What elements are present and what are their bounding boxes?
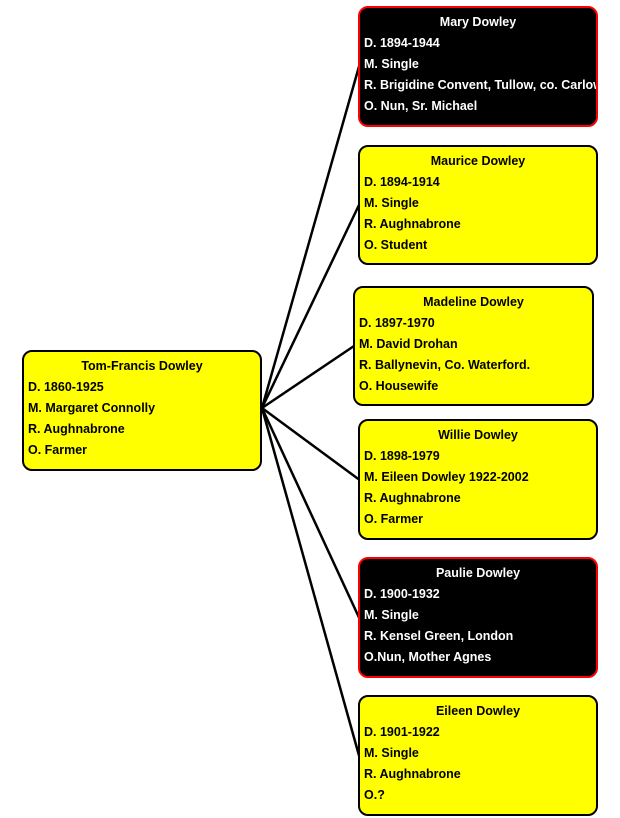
person-name: Willie Dowley: [438, 428, 518, 442]
person-death-dates: D. 1894-1914: [364, 175, 440, 189]
child-box-madeline: Madeline Dowley D. 1897-1970 M. David Dr…: [353, 286, 594, 406]
connector-line: [261, 344, 355, 410]
person-marriage: M. Margaret Connolly: [28, 401, 156, 415]
person-death-dates: D. 1894-1944: [364, 36, 440, 50]
root-person-box: Tom-Francis Dowley D. 1860-1925 M. Marga…: [22, 350, 262, 471]
connector-line: [260, 204, 361, 409]
person-occupation: O.?: [364, 788, 385, 802]
child-box-paulie: Paulie Dowley D. 1900-1932 M. Single R. …: [358, 557, 598, 678]
person-death-dates: D. 1900-1932: [364, 587, 440, 601]
person-residence: R. Brigidine Convent, Tullow, co. Carlow: [364, 78, 598, 92]
person-occupation: O. Housewife: [359, 379, 439, 393]
person-marriage: M. Single: [364, 57, 419, 71]
connector-line: [261, 406, 360, 481]
person-residence: R. Aughnabrone: [364, 217, 461, 231]
person-marriage: M. Single: [364, 196, 419, 210]
person-marriage: M. David Drohan: [359, 337, 458, 351]
person-residence: R. Ballynevin, Co. Waterford.: [359, 358, 531, 372]
person-death-dates: D. 1898-1979: [364, 449, 440, 463]
person-death-dates: D. 1860-1925: [28, 380, 104, 394]
person-marriage: M. Eileen Dowley 1922-2002: [364, 470, 529, 484]
person-death-dates: D. 1897-1970: [359, 316, 435, 330]
person-occupation: O. Student: [364, 238, 428, 252]
child-box-maurice: Maurice Dowley D. 1894-1914 M. Single R.…: [358, 145, 598, 265]
person-occupation: O. Farmer: [364, 512, 424, 526]
connector-line: [260, 407, 361, 619]
person-name: Paulie Dowley: [435, 566, 521, 580]
person-occupation: O.Nun, Mother Agnes: [364, 650, 492, 664]
child-box-mary: Mary Dowley D. 1894-1944 M. Single R. Br…: [358, 6, 598, 127]
person-occupation: O. Nun, Sr. Michael: [364, 99, 478, 113]
person-name: Maurice Dowley: [430, 154, 526, 168]
child-box-willie: Willie Dowley D. 1898-1979 M. Eileen Dow…: [358, 419, 598, 540]
person-residence: R. Aughnabrone: [364, 491, 461, 505]
child-box-eileen: Eileen Dowley D. 1901-1922 M. Single R. …: [358, 695, 598, 816]
person-death-dates: D. 1901-1922: [364, 725, 440, 739]
person-occupation: O. Farmer: [28, 443, 88, 457]
person-name: Mary Dowley: [439, 15, 517, 29]
person-residence: R. Aughnabrone: [364, 767, 461, 781]
person-marriage: M. Single: [364, 608, 419, 622]
connector-line: [260, 407, 361, 756]
person-marriage: M. Single: [364, 746, 419, 760]
person-name: Eileen Dowley: [435, 704, 521, 718]
person-residence: R. Kensel Green, London: [364, 629, 514, 643]
person-name: Madeline Dowley: [423, 295, 524, 309]
person-residence: R. Aughnabrone: [28, 422, 125, 436]
person-name: Tom-Francis Dowley: [81, 359, 203, 373]
connector-line: [260, 66, 361, 409]
